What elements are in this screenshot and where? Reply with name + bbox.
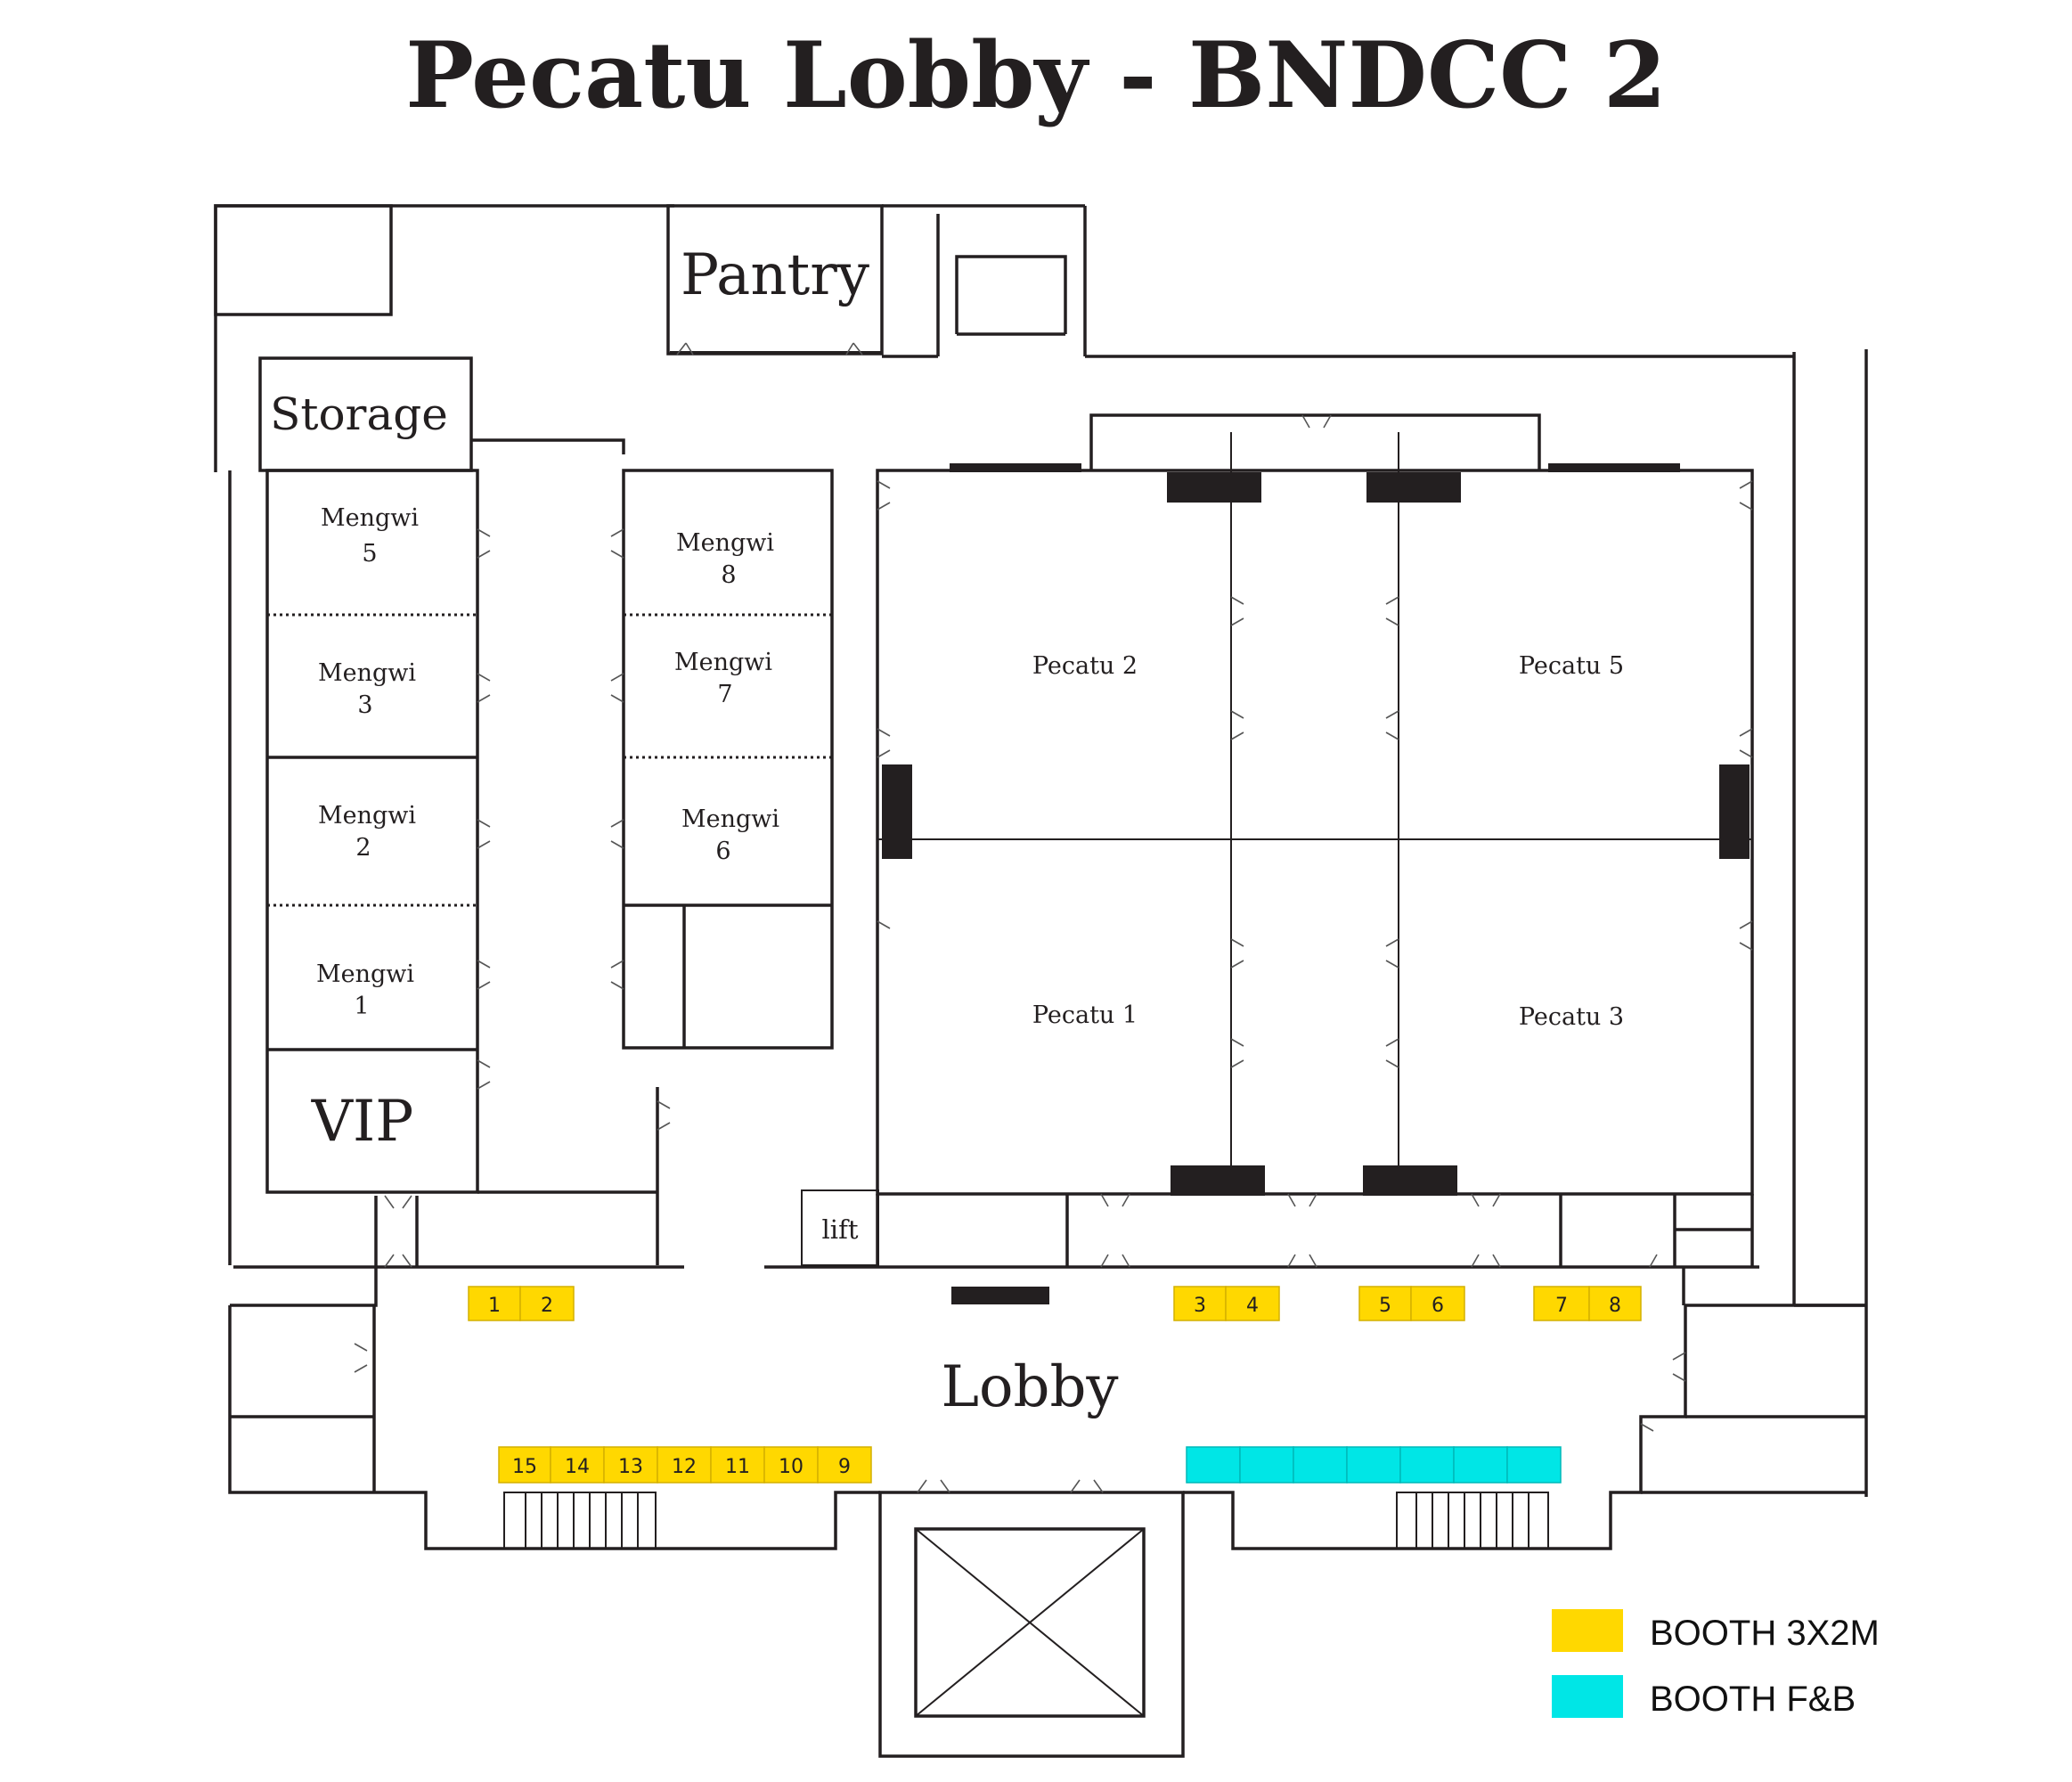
booth-1[interactable]: 1: [468, 1286, 521, 1321]
booth-fnb-1[interactable]: [1186, 1446, 1241, 1484]
booth-15-number: 15: [512, 1456, 537, 1478]
door-symbols: [354, 342, 1753, 1493]
booth-2-number: 2: [541, 1295, 553, 1317]
booth-9[interactable]: 9: [817, 1446, 872, 1484]
booth-11-number: 11: [725, 1456, 750, 1478]
booth-11[interactable]: 11: [710, 1446, 765, 1484]
booth-fnb-6[interactable]: [1453, 1446, 1508, 1484]
pecatu-5-label: Pecatu 5: [1519, 652, 1624, 680]
mengwi-2-number: 2: [355, 834, 371, 862]
pecatu-1-label: Pecatu 1: [1032, 1001, 1138, 1029]
booth-15[interactable]: 15: [498, 1446, 551, 1484]
lobby-label: Lobby: [941, 1354, 1118, 1420]
mengwi-1-name: Mengwi: [316, 960, 414, 988]
pantry-label: Pantry: [681, 242, 869, 308]
mengwi-7: Mengwi 7: [674, 649, 772, 708]
booths-fnb: [1186, 1446, 1562, 1484]
vip-label: VIP: [311, 1089, 414, 1155]
booth-fnb-5[interactable]: [1399, 1446, 1455, 1484]
mengwi-5-name: Mengwi: [321, 504, 419, 532]
booth-9-number: 9: [838, 1456, 851, 1478]
mengwi-5-number: 5: [362, 540, 377, 568]
booth-fnb-7[interactable]: [1506, 1446, 1562, 1484]
mengwi-1-number: 1: [354, 993, 369, 1020]
booth-4-number: 4: [1246, 1295, 1259, 1317]
lift-label: lift: [822, 1214, 859, 1245]
booth-14[interactable]: 14: [550, 1446, 605, 1484]
mengwi-6: Mengwi 6: [681, 805, 779, 865]
legend-swatch-fnb: [1552, 1675, 1623, 1718]
mengwi-7-number: 7: [717, 681, 732, 708]
booth-4[interactable]: 4: [1225, 1286, 1280, 1321]
booth-13[interactable]: 13: [603, 1446, 658, 1484]
mengwi-1: Mengwi 1: [316, 960, 414, 1020]
stairs-left: [525, 1492, 639, 1549]
stairs-right: [1415, 1492, 1530, 1549]
pillars: [670, 351, 1750, 1304]
mengwi-8-name: Mengwi: [676, 529, 774, 557]
booth-5[interactable]: 5: [1358, 1286, 1412, 1321]
mengwi-6-number: 6: [715, 838, 730, 865]
legend-label-fnb: BOOTH F&B: [1650, 1680, 1856, 1719]
mengwi-3-name: Mengwi: [318, 659, 416, 687]
mengwi-3: Mengwi 3: [318, 659, 416, 719]
booth-7-number: 7: [1555, 1295, 1568, 1317]
booth-6-number: 6: [1432, 1295, 1444, 1317]
mengwi-8-number: 8: [721, 561, 736, 589]
booth-fnb-4[interactable]: [1346, 1446, 1401, 1484]
booth-3[interactable]: 3: [1173, 1286, 1227, 1321]
legend-label-3x2: BOOTH 3X2M: [1650, 1614, 1880, 1653]
legend: BOOTH 3X2M BOOTH F&B: [1552, 1609, 1880, 1719]
mengwi-2-name: Mengwi: [318, 802, 416, 830]
legend-swatch-3x2: [1552, 1609, 1623, 1652]
mengwi-3-number: 3: [357, 691, 372, 719]
mengwi-8: Mengwi 8: [676, 529, 774, 589]
booth-1-number: 1: [488, 1295, 501, 1317]
booth-5-number: 5: [1379, 1295, 1391, 1317]
booth-12[interactable]: 12: [657, 1446, 712, 1484]
plan-title: Pecatu Lobby - BNDCC 2: [405, 22, 1667, 129]
booths-3x2: 1 2 3 4 5 6 7 8: [468, 1286, 1642, 1484]
pecatu-2-label: Pecatu 2: [1032, 652, 1138, 680]
booth-fnb-3[interactable]: [1293, 1446, 1348, 1484]
mengwi-5: Mengwi 5: [321, 504, 419, 568]
booth-10[interactable]: 10: [763, 1446, 819, 1484]
booth-6[interactable]: 6: [1410, 1286, 1465, 1321]
booth-10-number: 10: [779, 1456, 804, 1478]
booth-3-number: 3: [1194, 1295, 1206, 1317]
mengwi-2: Mengwi 2: [318, 802, 416, 862]
booth-12-number: 12: [672, 1456, 697, 1478]
booth-7[interactable]: 7: [1533, 1286, 1590, 1321]
booth-14-number: 14: [565, 1456, 590, 1478]
booth-8[interactable]: 8: [1588, 1286, 1642, 1321]
walls: [214, 204, 1868, 1758]
booth-13-number: 13: [618, 1456, 643, 1478]
booth-fnb-2[interactable]: [1239, 1446, 1294, 1484]
booth-2[interactable]: 2: [519, 1286, 575, 1321]
pecatu-3-label: Pecatu 3: [1519, 1003, 1624, 1031]
mengwi-6-name: Mengwi: [681, 805, 779, 833]
booth-8-number: 8: [1609, 1295, 1621, 1317]
mengwi-7-name: Mengwi: [674, 649, 772, 676]
storage-label: Storage: [270, 388, 448, 440]
